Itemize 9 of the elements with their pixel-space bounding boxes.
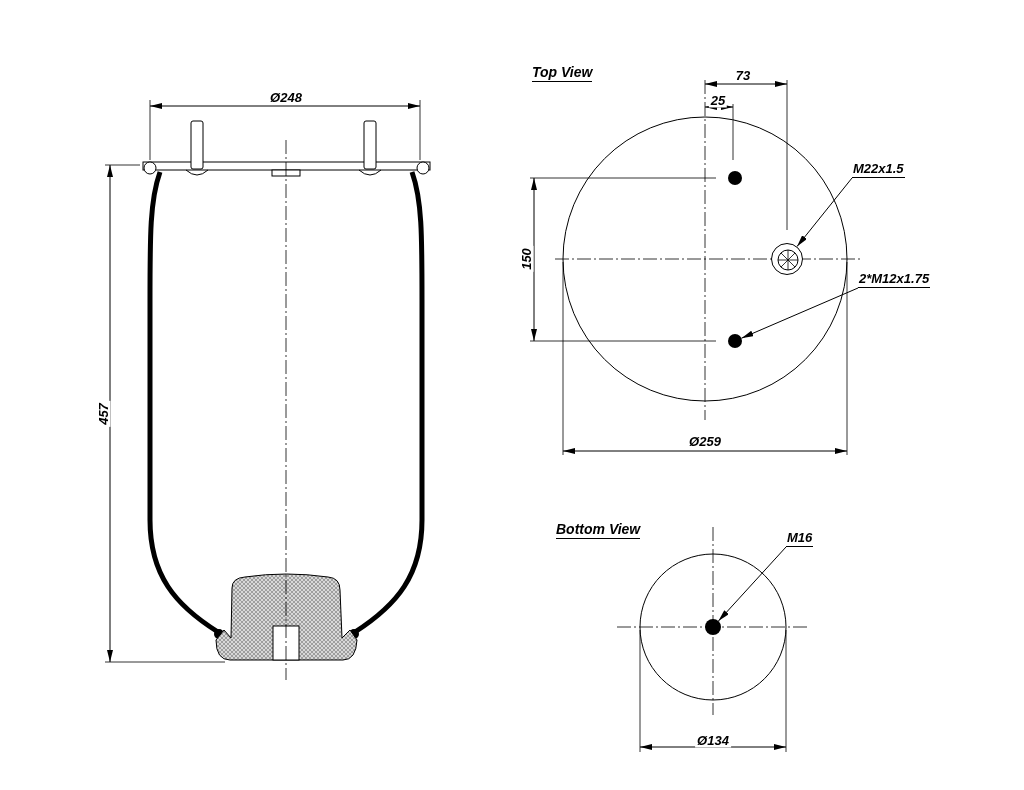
leader-line bbox=[717, 546, 787, 622]
port-hole bbox=[771, 243, 803, 275]
view-heading: Top View bbox=[532, 63, 593, 82]
leader-line bbox=[740, 287, 859, 339]
leader-line bbox=[796, 177, 853, 247]
threaded-hole bbox=[705, 619, 721, 635]
bolt-hole bbox=[728, 171, 742, 185]
bolt-hole bbox=[728, 334, 742, 348]
view-heading: Bottom View bbox=[556, 520, 641, 539]
